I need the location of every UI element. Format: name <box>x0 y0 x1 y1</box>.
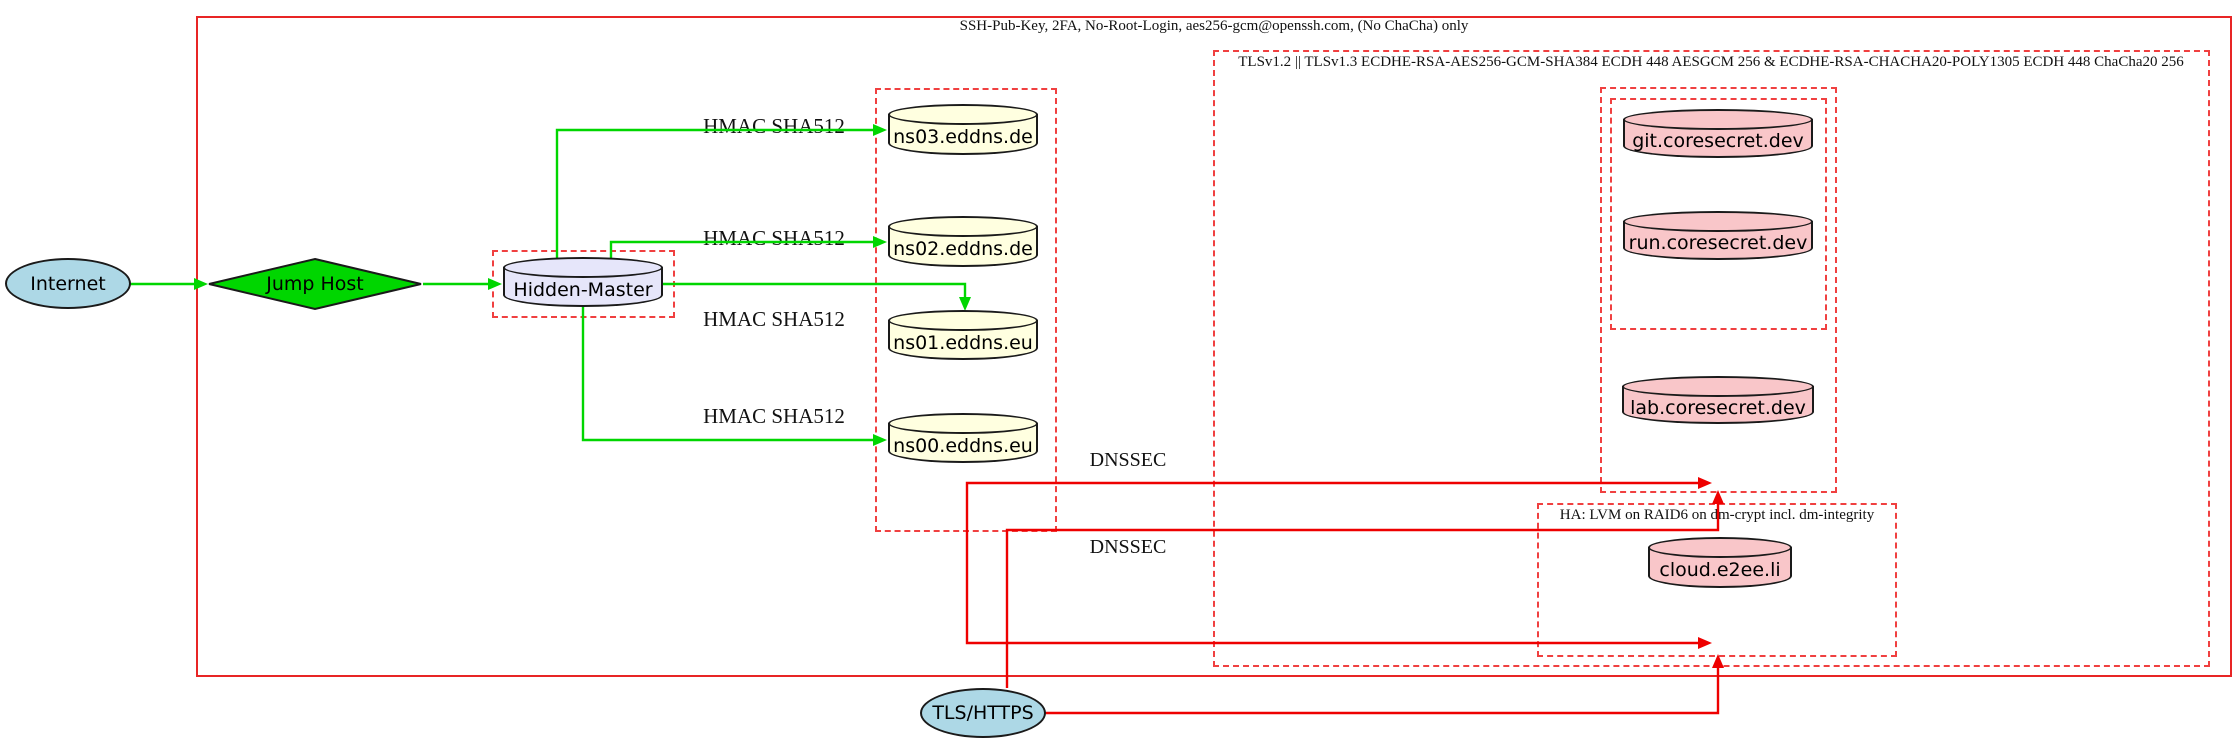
green-arrowheads <box>194 124 971 446</box>
internet-label: Internet <box>30 272 106 295</box>
cloud-label: cloud.e2ee.li <box>1659 559 1781 581</box>
node-ns02: ns02.eddns.de <box>888 216 1038 267</box>
node-git-coresecret: git.coresecret.dev <box>1623 109 1813 158</box>
ns03-label: ns03.eddns.de <box>893 126 1033 148</box>
edge-label-hmac-ns01: HMAC SHA512 <box>703 307 845 331</box>
cluster-ssh-label: SSH-Pub-Key, 2FA, No-Root-Login, aes256-… <box>959 18 1469 34</box>
arrow-into-ha-icon <box>1712 654 1724 668</box>
arrow-into-hiddenmaster-icon <box>488 278 502 290</box>
arrow-into-ns00-icon <box>873 434 887 446</box>
arrow-into-ns02-icon <box>873 236 887 248</box>
run-label: run.coresecret.dev <box>1628 232 1808 254</box>
edge-label-hmac-ns00: HMAC SHA512 <box>703 404 845 428</box>
node-ns03: ns03.eddns.de <box>888 104 1038 155</box>
arrow-into-ns01-icon <box>959 297 971 311</box>
ns00-label: ns00.eddns.eu <box>893 434 1033 457</box>
arrow-dnssec-lower-icon <box>1698 637 1712 649</box>
edge-hm-ns01 <box>663 282 967 300</box>
lab-label: lab.coresecret.dev <box>1630 396 1806 419</box>
red-edges <box>965 481 1720 715</box>
arrow-into-coresecret-icon <box>1712 490 1724 504</box>
edge-tlshttps-coresecret <box>1005 500 1720 688</box>
tls-https-label: TLS/HTTPS <box>932 702 1034 724</box>
cluster-git-run <box>1610 98 1827 330</box>
jump-host-label: Jump Host <box>266 273 364 295</box>
git-label: git.coresecret.dev <box>1632 130 1804 152</box>
red-arrowheads <box>1698 477 1724 668</box>
edge-hm-ns03 <box>555 128 874 258</box>
green-edges <box>130 128 967 442</box>
edge-label-dnssec-upper: DNSSEC <box>1089 449 1167 471</box>
edge-label-dnssec-lower: DNSSEC <box>1089 536 1167 558</box>
cluster-tls-label: TLSv1.2 || TLSv1.3 ECDHE-RSA-AES256-GCM-… <box>1238 54 2184 70</box>
jump-host-diamond-icon <box>208 257 422 311</box>
arrow-into-ns03-icon <box>873 124 887 136</box>
hidden-master-label: Hidden-Master <box>513 278 653 301</box>
node-tls-https: TLS/HTTPS <box>920 688 1046 738</box>
edge-dnssec-both <box>965 481 1698 645</box>
cluster-tls-policy <box>1213 50 2210 667</box>
node-ns01: ns01.eddns.eu <box>888 310 1038 360</box>
edge-label-hmac-ns03: HMAC SHA512 <box>703 114 845 138</box>
edge-hm-ns00 <box>581 307 874 442</box>
ns02-label: ns02.eddns.de <box>893 238 1033 260</box>
edge-tlshttps-ha <box>1044 664 1720 715</box>
ns01-label: ns01.eddns.eu <box>893 331 1033 354</box>
edge-hm-ns02 <box>609 240 874 258</box>
arrow-dnssec-upper-icon <box>1698 477 1712 489</box>
node-internet: Internet <box>5 258 131 309</box>
node-ns00: ns00.eddns.eu <box>888 413 1038 463</box>
cluster-ssh-hardening <box>196 16 2232 677</box>
edge-label-hmac-ns02: HMAC SHA512 <box>703 226 845 250</box>
node-jump-host: Jump Host <box>207 257 423 311</box>
node-hidden-master: Hidden-Master <box>503 257 663 307</box>
node-run-coresecret: run.coresecret.dev <box>1623 211 1813 260</box>
node-cloud-e2ee: cloud.e2ee.li <box>1648 537 1792 588</box>
arrow-into-jumphost-icon <box>194 278 208 290</box>
node-lab-coresecret: lab.coresecret.dev <box>1622 376 1814 424</box>
